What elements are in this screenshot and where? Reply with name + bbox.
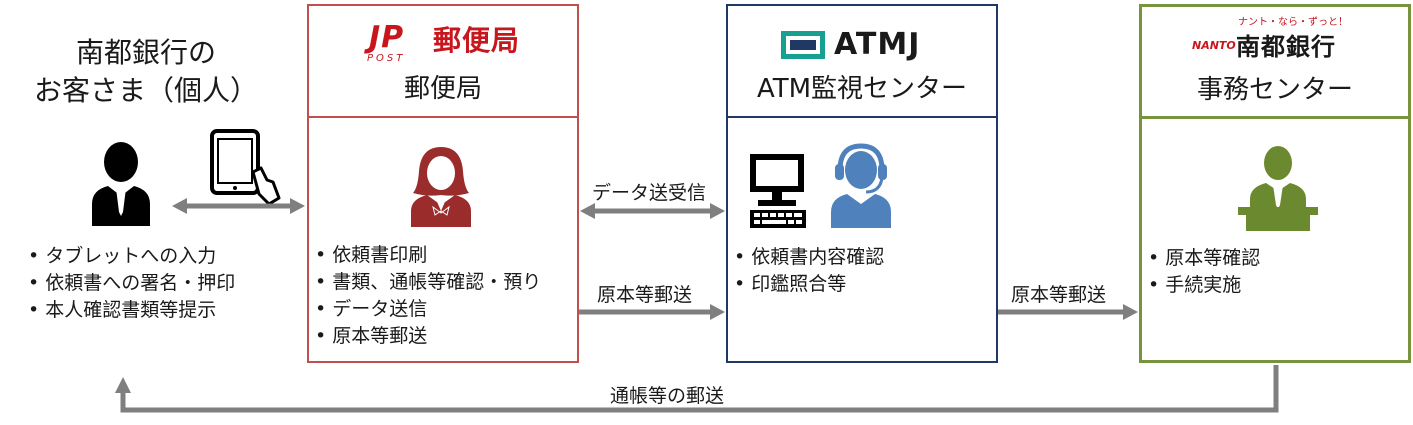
list-item: 原本等確認 (1148, 245, 1260, 272)
atmj-logo: ATMJ (780, 26, 950, 66)
post-office-subtitle: 郵便局 (403, 74, 482, 104)
nanto-logo-name: 南都銀行 (1236, 33, 1336, 61)
data-exchange-label: データ送受信 (592, 182, 707, 204)
list-item: データ送信 (315, 296, 541, 323)
post-logo-subtext: POST (367, 53, 406, 64)
list-item: 依頼書印刷 (315, 242, 541, 269)
list-item: 書類、通帳等確認・預り (315, 269, 541, 296)
customer-bullets: タブレットへの入力 依頼書への署名・押印 本人確認書類等提示 (28, 243, 235, 324)
mail-to-atm-label: 原本等郵送 (597, 284, 693, 306)
return-mail-arrow (120, 365, 1279, 413)
atm-center-subtitle: ATM監視センター (756, 74, 968, 104)
list-item: 手続実施 (1148, 272, 1260, 299)
customer-person-icon (92, 142, 150, 226)
bank-center-bullets: 原本等確認 手続実施 (1148, 245, 1260, 299)
computer-icon (750, 154, 806, 228)
list-item: 原本等郵送 (315, 323, 541, 350)
jp-post-logo: JP POST 郵便局 (365, 22, 525, 66)
operator-headset-icon (831, 143, 891, 228)
atm-center-card: ATMJ ATM監視センター 依頼書内容確認 印鑑照合等 (726, 4, 998, 363)
customer-title-line2: お客さま（個人） (33, 74, 258, 107)
post-office-card: JP POST 郵便局 郵便局 依頼書印刷 書類、通帳等確認・預り データ送信 … (307, 4, 579, 363)
list-item: 印鑑照合等 (734, 271, 884, 298)
customer-title-line1: 南都銀行の (75, 36, 216, 69)
post-office-header: JP POST 郵便局 郵便局 (309, 6, 577, 118)
atmj-logo-name: ATMJ (834, 27, 921, 62)
list-item: 本人確認書類等提示 (28, 297, 235, 324)
nanto-slogan: ナント・なら・ずっと！ (1238, 17, 1348, 28)
customer-title: 南都銀行の お客さま（個人） (0, 34, 292, 110)
tablet-hand-icon (210, 129, 281, 204)
clerk-woman-icon (411, 147, 471, 227)
jp-logo-mark: JP (369, 20, 405, 55)
nanto-bank-logo: ナント・なら・ずっと！ NANTO 南都銀行 (1192, 17, 1382, 69)
atm-center-bullets: 依頼書内容確認 印鑑照合等 (734, 244, 884, 298)
staff-at-desk-icon (1238, 146, 1318, 231)
post-office-bullets: 依頼書印刷 書類、通帳等確認・預り データ送信 原本等郵送 (315, 242, 541, 350)
bank-center-subtitle: 事務センター (1196, 75, 1353, 105)
list-item: 依頼書内容確認 (734, 244, 884, 271)
nanto-logo-mark: NANTO (1192, 39, 1236, 52)
list-item: 依頼書への署名・押印 (28, 270, 235, 297)
atm-center-header: ATMJ ATM監視センター (728, 6, 996, 118)
bank-center-card: ナント・なら・ずっと！ NANTO 南都銀行 事務センター 原本等確認 手続実施 (1139, 4, 1411, 363)
mail-to-bank-label: 原本等郵送 (1011, 284, 1107, 306)
bank-center-header: ナント・なら・ずっと！ NANTO 南都銀行 事務センター (1142, 7, 1408, 119)
atmj-logo-mark-icon (781, 31, 825, 59)
list-item: タブレットへの入力 (28, 243, 235, 270)
post-logo-name: 郵便局 (433, 24, 521, 57)
return-mail-label: 通帳等の郵送 (610, 385, 725, 407)
